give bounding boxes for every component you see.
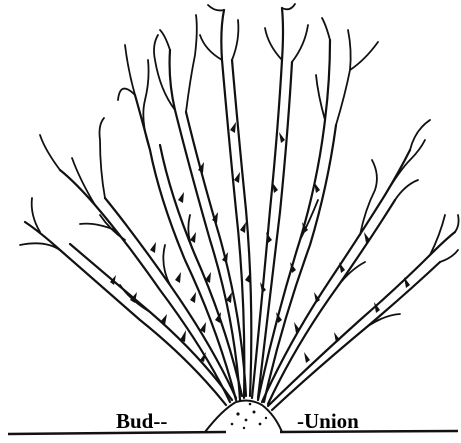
twigs [20,4,459,326]
canes [25,8,455,410]
mound-stipple [231,403,267,429]
union-label: -Union [297,409,359,434]
bud-label: Bud-- [116,409,167,434]
ground-line [8,431,458,434]
